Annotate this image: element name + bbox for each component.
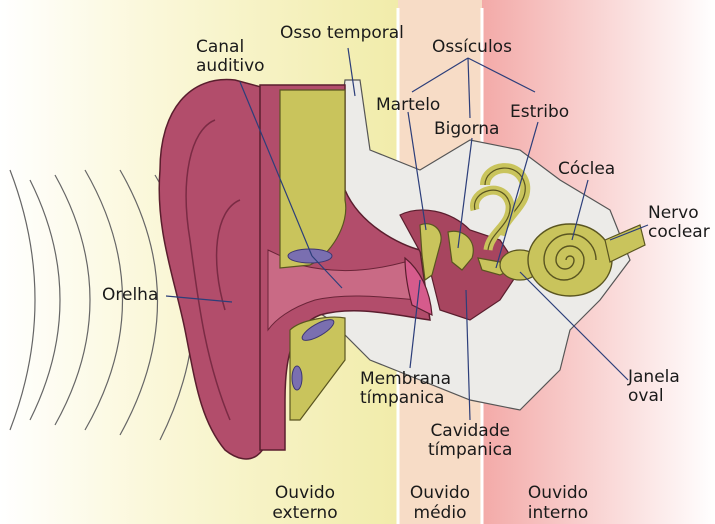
label-coclea: Cóclea [558, 160, 615, 179]
label-martelo: Martelo [376, 96, 440, 115]
label-nervo-line2: coclear [648, 223, 710, 242]
zone-label-middle: Ouvido médio [400, 483, 480, 523]
label-osso-temporal: Osso temporal [280, 24, 404, 43]
zone-label-inner: Ouvido interno [508, 483, 608, 523]
zone-inner-line1: Ouvido [508, 483, 608, 503]
label-membrana-line1: Membrana [360, 370, 451, 389]
label-janela-oval: Janela oval [628, 368, 680, 406]
label-membrana-line2: tímpanica [360, 389, 451, 408]
label-nervo-line1: Nervo [648, 204, 710, 223]
cochlea-shape [528, 224, 612, 296]
zone-outer-line1: Ouvido [255, 483, 355, 503]
label-estribo: Estribo [510, 103, 569, 122]
label-nervo-coclear: Nervo coclear [648, 204, 710, 242]
zone-label-outer: Ouvido externo [255, 483, 355, 523]
label-canal-line2: auditivo [196, 57, 265, 76]
zone-middle-line2: médio [400, 503, 480, 523]
zone-outer-line2: externo [255, 503, 355, 523]
label-cavidade-line1: Cavidade [428, 422, 512, 441]
label-bigorna: Bigorna [434, 120, 499, 139]
label-cavidade-line2: tímpanica [428, 441, 512, 460]
label-canal-auditivo: Canal auditivo [196, 38, 265, 76]
label-ossiculos: Ossículos [432, 38, 512, 57]
label-orelha: Orelha [102, 286, 158, 305]
label-janela-line2: oval [628, 387, 680, 406]
label-canal-line1: Canal [196, 38, 265, 57]
zone-inner-line2: interno [508, 503, 608, 523]
label-membrana-timpanica: Membrana tímpanica [360, 370, 451, 408]
zone-middle-line1: Ouvido [400, 483, 480, 503]
label-cavidade-timpanica: Cavidade tímpanica [428, 422, 512, 460]
label-janela-line1: Janela [628, 368, 680, 387]
